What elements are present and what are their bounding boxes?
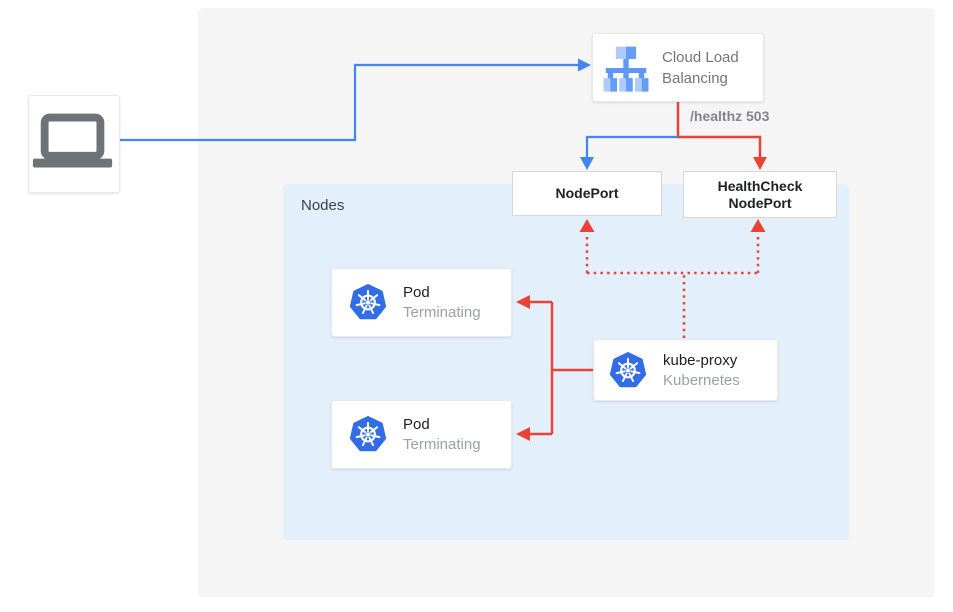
pod-terminating-node: Pod Terminating bbox=[331, 400, 512, 469]
pod-text: Pod Terminating bbox=[403, 414, 481, 455]
pod-title: Pod bbox=[403, 416, 430, 433]
kube-proxy-subtitle: Kubernetes bbox=[663, 371, 740, 389]
cloud-load-balancing-node: Cloud Load Balancing bbox=[592, 33, 764, 102]
cloud-load-balancing-label: Cloud Load Balancing bbox=[662, 48, 739, 87]
kube-proxy-node: kube-proxy Kubernetes bbox=[593, 339, 778, 401]
healthcheck-nodeport-label: HealthCheck NodePort bbox=[717, 177, 803, 211]
kubernetes-icon bbox=[349, 284, 387, 320]
client-node bbox=[28, 95, 120, 193]
healthcheck-nodeport-node: HealthCheck NodePort bbox=[683, 171, 837, 218]
nodeport-label: NodePort bbox=[555, 185, 619, 201]
pod-terminating-node: Pod Terminating bbox=[331, 268, 512, 337]
nodeport-node: NodePort bbox=[512, 171, 662, 216]
nodes-group-label: Nodes bbox=[301, 197, 345, 214]
pod-title: Pod bbox=[403, 284, 430, 301]
pod-status: Terminating bbox=[403, 304, 481, 321]
pod-status: Terminating bbox=[403, 436, 481, 453]
kube-proxy-title: kube-proxy bbox=[663, 351, 738, 369]
kubernetes-icon bbox=[609, 351, 647, 387]
pod-text: Pod Terminating bbox=[403, 282, 481, 323]
kubernetes-icon bbox=[349, 416, 387, 452]
healthz-edge-label: /healthz 503 bbox=[690, 108, 770, 124]
kube-proxy-text: kube-proxy Kubernetes bbox=[663, 350, 740, 391]
laptop-icon bbox=[32, 113, 113, 168]
cloud-load-balancing-icon bbox=[603, 46, 649, 92]
